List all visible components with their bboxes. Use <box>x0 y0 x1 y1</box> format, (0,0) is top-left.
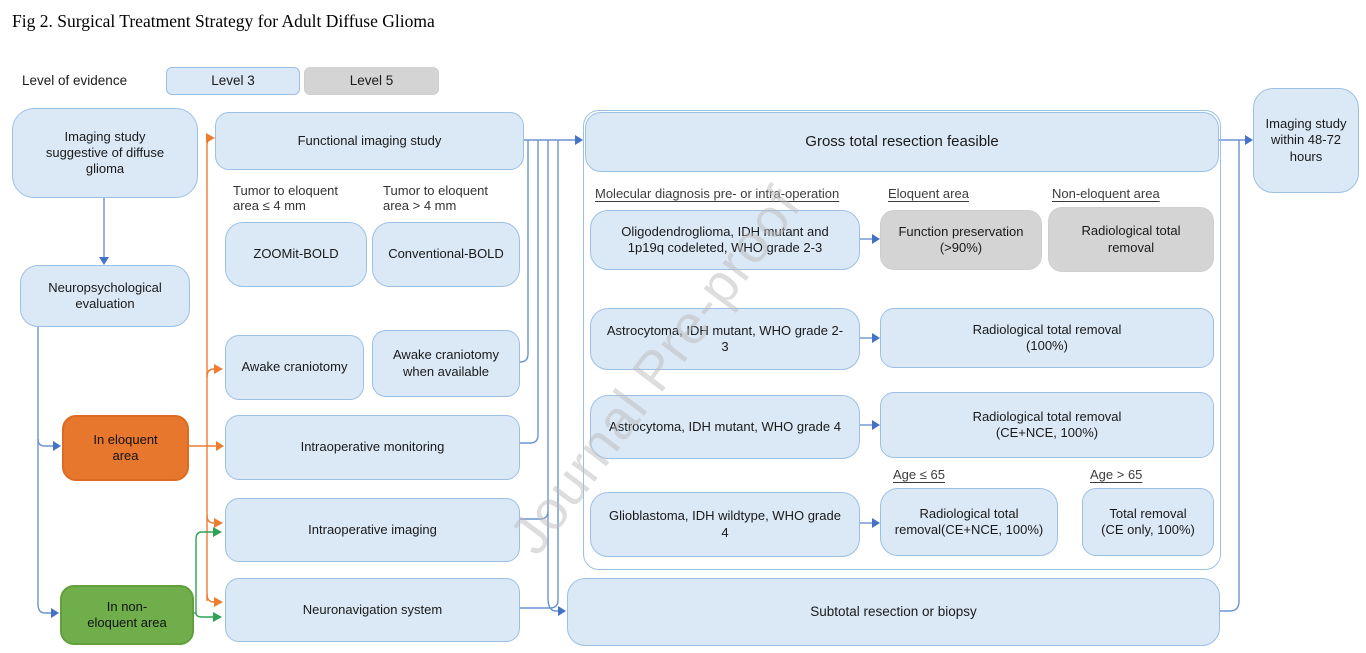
zoomit-bold-box: ZOOMit-BOLD <box>225 222 367 287</box>
tumor-distance-le-label: Tumor to eloquent area ≤ 4 mm <box>233 183 339 213</box>
radiological-removal-age-le-box: Radiological total removal(CE+NCE, 100%) <box>880 488 1058 556</box>
radiological-removal-gray-box: Radiological total removal <box>1048 207 1214 272</box>
awake-craniotomy-available-box: Awake craniotomy when available <box>372 330 520 397</box>
astrocytoma-grade23-box: Astrocytoma, IDH mutant, WHO grade 2- 3 <box>590 308 860 370</box>
total-removal-ce-only-box: Total removal (CE only, 100%) <box>1082 488 1214 556</box>
conventional-bold-box: Conventional-BOLD <box>372 222 520 287</box>
legend-level3-chip: Level 3 <box>166 67 300 95</box>
neuronavigation-box: Neuronavigation system <box>225 578 520 642</box>
awake-craniotomy-box: Awake craniotomy <box>225 335 364 400</box>
radiological-removal-cence-box: Radiological total removal (CE+NCE, 100%… <box>880 392 1214 458</box>
eloquent-area-box: In eloquent area <box>62 415 189 481</box>
figure-title: Fig 2. Surgical Treatment Strategy for A… <box>12 11 435 31</box>
oligodendroglioma-box: Oligodendroglioma, IDH mutant and 1p19q … <box>590 210 860 270</box>
legend-level5-chip: Level 5 <box>304 67 439 95</box>
age-le-65-label: Age ≤ 65 <box>893 467 945 482</box>
function-preservation-box: Function preservation (>90%) <box>880 210 1042 270</box>
neuropsych-box: Neuropsychological evaluation <box>20 265 190 327</box>
age-gt-65-label: Age > 65 <box>1090 467 1143 482</box>
gross-total-resection-container <box>583 110 1221 570</box>
intraoperative-imaging-box: Intraoperative imaging <box>225 498 520 562</box>
astrocytoma-grade4-box: Astrocytoma, IDH mutant, WHO grade 4 <box>590 395 860 459</box>
molecular-diagnosis-label: Molecular diagnosis pre- or intra-operat… <box>595 186 840 201</box>
non-eloquent-area-label: Non-eloquent area <box>1052 186 1160 201</box>
intraoperative-monitoring-box: Intraoperative monitoring <box>225 415 520 480</box>
functional-imaging-box: Functional imaging study <box>215 112 524 170</box>
radiological-removal-100-box: Radiological total removal (100%) <box>880 308 1214 368</box>
gross-total-resection-header: Gross total resection feasible <box>585 112 1219 172</box>
subtotal-resection-box: Subtotal resection or biopsy <box>567 578 1220 646</box>
legend-label: Level of evidence <box>22 73 128 88</box>
eloquent-area-label: Eloquent area <box>888 186 969 201</box>
tumor-distance-gt-label: Tumor to eloquent area > 4 mm <box>383 183 489 213</box>
glioblastoma-box: Glioblastoma, IDH wildtype, WHO grade 4 <box>590 492 860 557</box>
non-eloquent-area-box: In non- eloquent area <box>60 585 194 645</box>
imaging-study-box: Imaging study suggestive of diffuse glio… <box>12 108 198 198</box>
followup-imaging-box: Imaging study within 48-72 hours <box>1253 88 1359 193</box>
